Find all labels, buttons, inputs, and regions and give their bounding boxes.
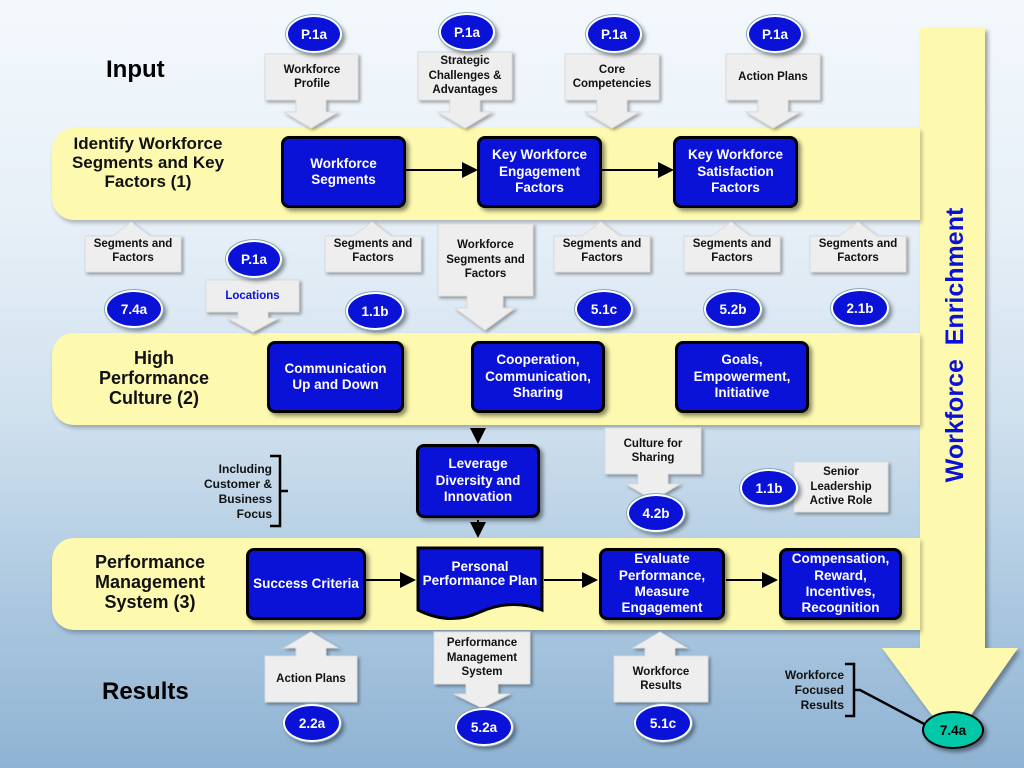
c52b-oval[interactable]: 5.2b [704,290,762,328]
segments-factors-callout: Segments and Factors [692,237,772,264]
callout-shape [417,51,513,129]
results-heading: Results [102,678,189,705]
locations-callout: Locations [225,289,280,302]
action-plans-top-callout: Action Plans [738,70,808,83]
satisfaction-factors-box[interactable]: Key Workforce Satisfaction Factors [673,136,798,208]
communication-box[interactable]: Communication Up and Down [267,341,404,413]
segments-factors-callout: Segments and Factors [562,237,642,264]
callout-shape [84,221,182,273]
c74a-oval[interactable]: 7.4a [105,290,163,328]
c51c-oval[interactable]: 5.1c [575,290,633,328]
callout-shape [264,53,359,129]
success-criteria-box[interactable]: Success Criteria [246,548,366,620]
callout-shape [604,427,702,501]
callout-shape [613,631,709,703]
callout-shape [793,461,889,513]
segments-factors-callout: Segments and Factors [93,237,173,264]
engagement-factors-box[interactable]: Key Workforce Engagement Factors [477,136,602,208]
c11b-oval[interactable]: 1.1b [346,292,404,330]
callout-shape [564,53,660,129]
c22a-oval[interactable]: 2.2a [283,704,341,742]
cooperation-box[interactable]: Cooperation, Communication, Sharing [471,341,605,413]
evaluate-box[interactable]: Evaluate Performance, Measure Engagement [599,548,725,620]
callout-shape [437,223,534,331]
culture-sharing-callout: Culture for Sharing [623,437,683,464]
workforce-focused-note: Workforce Focused Results [784,668,844,712]
strategic-callout: Strategic Challenges & Advantages [428,55,502,97]
callout-shape [553,221,651,273]
focused-bracket [845,662,929,728]
segments-factors-callout: Segments and Factors [818,237,898,264]
culture-title: High Performance Culture (2) [98,348,210,409]
personal-plan-label[interactable]: Personal Performance Plan [422,559,538,589]
callout-shape [725,53,821,129]
p1a-oval[interactable]: P.1a [747,15,803,53]
c11b-leadership-oval[interactable]: 1.1b [740,469,798,507]
callout-shape [433,631,531,709]
identify-title: Identify Workforce Segments and Key Fact… [71,134,225,192]
action-plans-bottom-callout: Action Plans [276,672,346,685]
p1a-oval[interactable]: P.1a [286,15,342,53]
segments-factors-callout: Segments and Factors [333,237,413,264]
goals-box[interactable]: Goals, Empowerment, Initiative [675,341,809,413]
p1a-oval[interactable]: P.1a [439,13,495,51]
c52a-oval[interactable]: 5.2a [455,708,513,746]
c42b-oval[interactable]: 4.2b [627,494,685,532]
input-heading: Input [106,56,165,83]
including-note: Including Customer & Business Focus [203,462,272,521]
pms-callout: Performance Management System [446,637,518,679]
compensation-box[interactable]: Compensation, Reward, Incentives, Recogn… [779,548,902,620]
including-bracket [270,454,288,528]
p1a-oval[interactable]: P.1a [586,15,642,53]
leverage-box[interactable]: Leverage Diversity and Innovation [416,444,540,518]
workforce-profile-callout: Workforce Profile [283,63,341,90]
workforce-segments-box[interactable]: Workforce Segments [281,136,406,208]
workforce-results-callout: Workforce Results [632,665,690,692]
senior-leadership-callout: Senior Leadership Active Role [809,466,873,508]
callout-shape [809,221,907,273]
c51c-results-oval[interactable]: 5.1c [634,704,692,742]
c74a-results-oval[interactable]: 7.4a [922,711,984,749]
callout-shape [205,279,300,333]
core-competencies-callout: Core Competencies [572,63,652,90]
callout-shape [324,221,422,273]
callout-shape [683,221,781,273]
p1a-locations-oval[interactable]: P.1a [226,240,282,278]
pms-title: Performance Management System (3) [94,552,206,613]
callout-shape [264,631,358,703]
workforce-segments-factors-callout: Workforce Segments and Factors [446,239,525,281]
c21b-oval[interactable]: 2.1b [831,289,889,327]
